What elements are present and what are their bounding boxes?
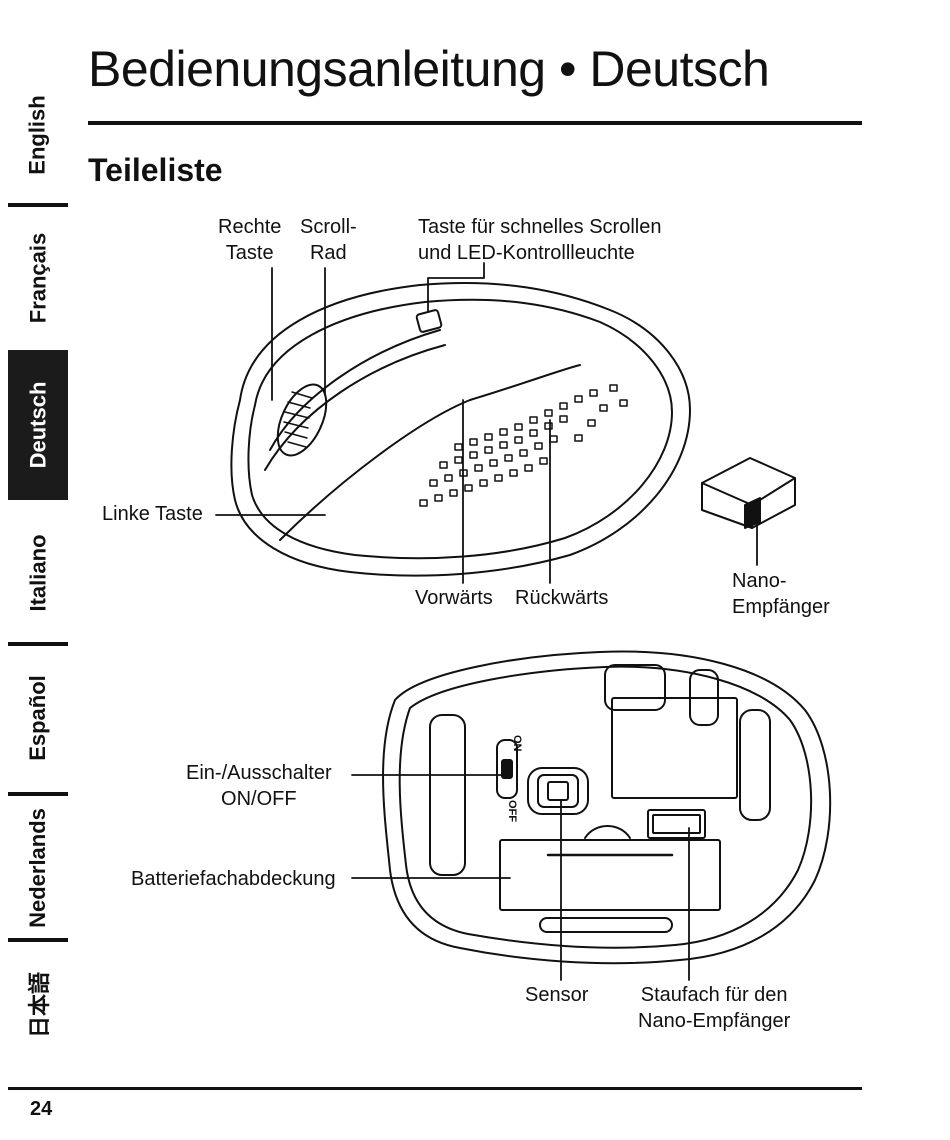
tab-divider — [8, 642, 68, 646]
label-right-button-line1: Rechte — [218, 216, 282, 238]
page-title: Bedienungsanleitung • Deutsch — [88, 41, 770, 97]
page-number: 24 — [30, 1098, 53, 1120]
label-right-button-line2: Taste — [225, 242, 274, 264]
label-fast-scroll-line2: und LED-Kontrollleuchte — [418, 242, 635, 264]
switch-on-text: ON — [511, 735, 523, 752]
tab-deutsch[interactable]: Deutsch — [8, 350, 68, 500]
label-power-switch: Ein-/Ausschalter ON/OFF — [186, 760, 332, 812]
label-nano-receiver-line2: Empfänger — [732, 596, 830, 618]
label-power-switch-line2: ON/OFF — [221, 788, 297, 810]
nano-receiver-illustration — [701, 457, 796, 529]
label-scroll-wheel-line1: Scroll- — [300, 216, 357, 238]
leader-lines — [215, 262, 758, 981]
label-receiver-storage-line2: Nano-Empfänger — [638, 1010, 791, 1032]
label-forward: Vorwärts — [415, 587, 493, 609]
tab-divider — [8, 792, 68, 796]
label-right-button: Rechte Taste — [218, 214, 281, 266]
label-nano-receiver-line1: Nano- — [732, 570, 787, 592]
label-fast-scroll: Taste für schnelles Scrollen und LED-Kon… — [418, 214, 661, 266]
mouse-bottom-view-illustration — [382, 650, 832, 965]
label-back: Rückwärts — [515, 587, 609, 609]
switch-off-text: OFF — [506, 800, 518, 822]
label-power-switch-line1: Ein-/Ausschalter — [186, 762, 332, 784]
mouse-top-view-illustration — [230, 282, 691, 577]
tab-divider — [8, 203, 68, 207]
label-receiver-storage: Staufach für den Nano-Empfänger — [638, 982, 790, 1034]
label-sensor: Sensor — [525, 984, 589, 1006]
footer-divider — [8, 1087, 862, 1090]
tab-divider — [8, 938, 68, 942]
title-divider — [88, 121, 862, 125]
label-left-button: Linke Taste — [102, 503, 203, 525]
label-receiver-storage-line1: Staufach für den — [640, 984, 788, 1006]
label-nano-receiver: Nano- Empfänger — [732, 568, 830, 620]
label-fast-scroll-line1: Taste für schnelles Scrollen — [418, 216, 662, 238]
label-battery-cover: Batteriefachabdeckung — [131, 868, 336, 890]
section-title: Teileliste — [88, 152, 223, 188]
label-scroll-wheel: Scroll- Rad — [300, 214, 357, 266]
label-scroll-wheel-line2: Rad — [309, 242, 347, 264]
